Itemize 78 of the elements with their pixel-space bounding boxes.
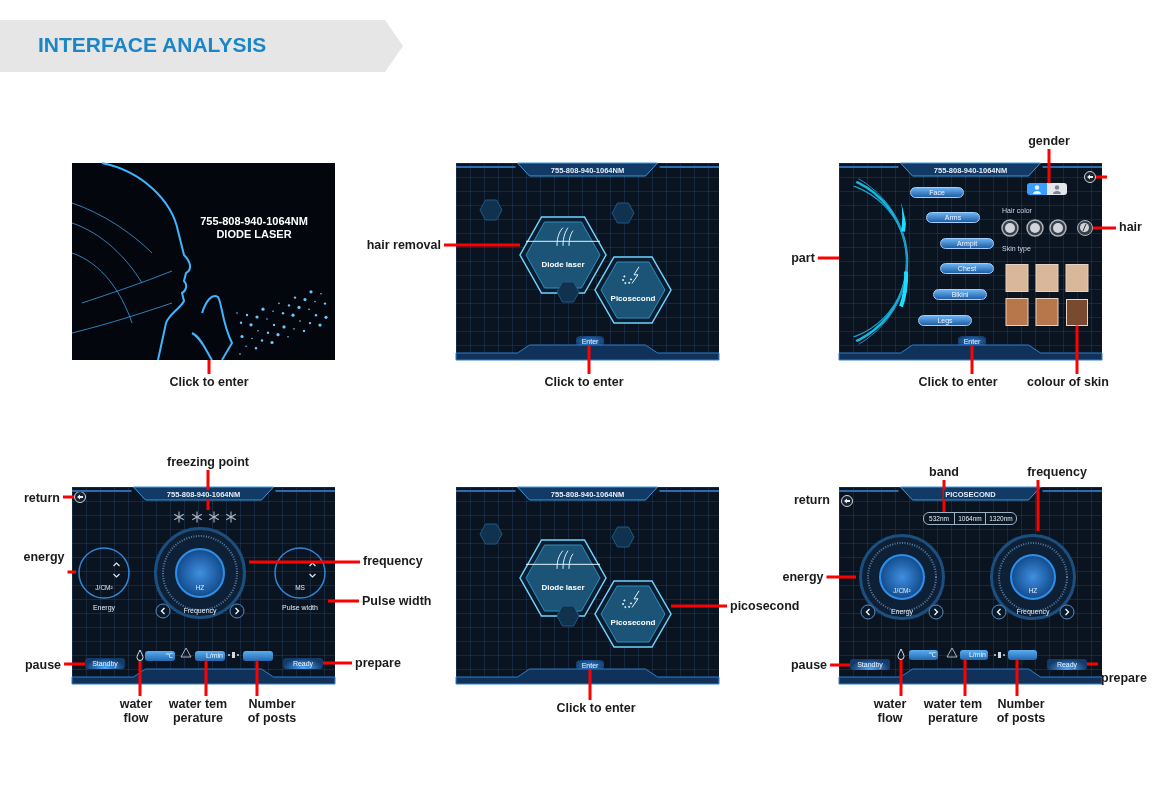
- annotation-label: Number of posts: [992, 697, 1050, 725]
- readout-field: [243, 650, 273, 661]
- annotation-label: water tem perature: [918, 697, 988, 725]
- band-selector: [923, 512, 1017, 525]
- annotation-label: band: [929, 465, 959, 479]
- annotation-label: Pulse width: [362, 594, 432, 608]
- annotation-label: water flow: [113, 697, 159, 725]
- leader-line: [899, 660, 903, 696]
- page-title: INTERFACE ANALYSIS: [38, 33, 267, 57]
- annotation-label: prepare: [355, 656, 401, 670]
- return-button: [841, 495, 853, 507]
- annotation-label: Number of posts: [243, 697, 301, 725]
- leader-line: [1015, 659, 1019, 696]
- droplet-icon: [897, 648, 905, 660]
- hair-color-button: [1077, 220, 1093, 236]
- leader-line: [63, 495, 74, 499]
- leader-line: [1087, 662, 1098, 666]
- leader-line: [207, 360, 211, 374]
- leader-line: [970, 346, 974, 374]
- splash-title: 755-808-940-1064NM DIODE LASER: [199, 215, 309, 241]
- mode-hexagon-button: [595, 257, 671, 323]
- annotation-label: Click to enter: [169, 375, 249, 389]
- leader-line: [249, 560, 360, 564]
- annotation-label: water tem perature: [163, 697, 233, 725]
- leader-line: [67, 570, 76, 574]
- droplet-icon: [136, 649, 144, 661]
- annotation-label: picosecond: [730, 599, 800, 613]
- leader-line: [444, 243, 520, 247]
- mode-label: Diode laser: [540, 582, 586, 592]
- leader-line: [138, 661, 142, 696]
- annotation-label: Click to enter: [556, 701, 636, 715]
- annotation-label: colour of skin: [1027, 375, 1109, 389]
- annotation-label: return: [23, 491, 60, 505]
- mode-hexagon-button: [520, 540, 606, 616]
- mode-label: Picosecond: [609, 293, 657, 303]
- annotation-label: water flow: [867, 697, 913, 725]
- readout-field: [1008, 649, 1037, 660]
- mode-label: Picosecond: [609, 617, 657, 627]
- leader-line: [817, 256, 839, 260]
- leader-line: [826, 575, 856, 579]
- leader-line: [1093, 226, 1116, 230]
- annotation-label: energy: [23, 550, 65, 564]
- annotation-label: gender: [1028, 134, 1070, 148]
- leader-line: [1047, 149, 1051, 183]
- leader-line: [1096, 175, 1107, 179]
- leader-line: [1036, 480, 1040, 531]
- leader-line: [830, 663, 850, 667]
- annotation-label: frequency: [1027, 465, 1087, 479]
- leader-line: [323, 661, 352, 665]
- leader-line: [587, 346, 591, 374]
- mode-hexagon-button: [520, 217, 606, 293]
- leader-line: [328, 599, 359, 603]
- photo-placeholder: [1066, 298, 1088, 326]
- mode-label: Diode laser: [540, 259, 586, 269]
- dial-control: [76, 545, 132, 615]
- annotation-label: return: [793, 493, 830, 507]
- annotation-label: prepare: [1101, 671, 1147, 685]
- leader-line: [204, 660, 208, 696]
- leader-line: [942, 480, 946, 512]
- leader-line: [963, 659, 967, 696]
- annotation-label: Click to enter: [544, 375, 624, 389]
- annotation-label: Click to enter: [918, 375, 998, 389]
- leader-line: [64, 662, 85, 666]
- annotation-label: hair removal: [366, 238, 441, 252]
- annotation-label: hair: [1119, 220, 1142, 234]
- gender-toggle: [1027, 183, 1067, 195]
- leader-line: [255, 660, 259, 696]
- leader-line: [588, 670, 592, 700]
- annotation-label: pause: [24, 658, 62, 672]
- leader-line: [1075, 325, 1079, 374]
- return-button: [1084, 171, 1096, 183]
- mode-hexagon-button: [595, 581, 671, 647]
- annotation-label: part: [791, 251, 815, 265]
- leader-line: [671, 604, 727, 608]
- annotation-label: frequency: [363, 554, 423, 568]
- annotation-label: energy: [782, 570, 824, 584]
- annotation-label: pause: [790, 658, 828, 672]
- annotation-label: freezing point: [167, 455, 249, 469]
